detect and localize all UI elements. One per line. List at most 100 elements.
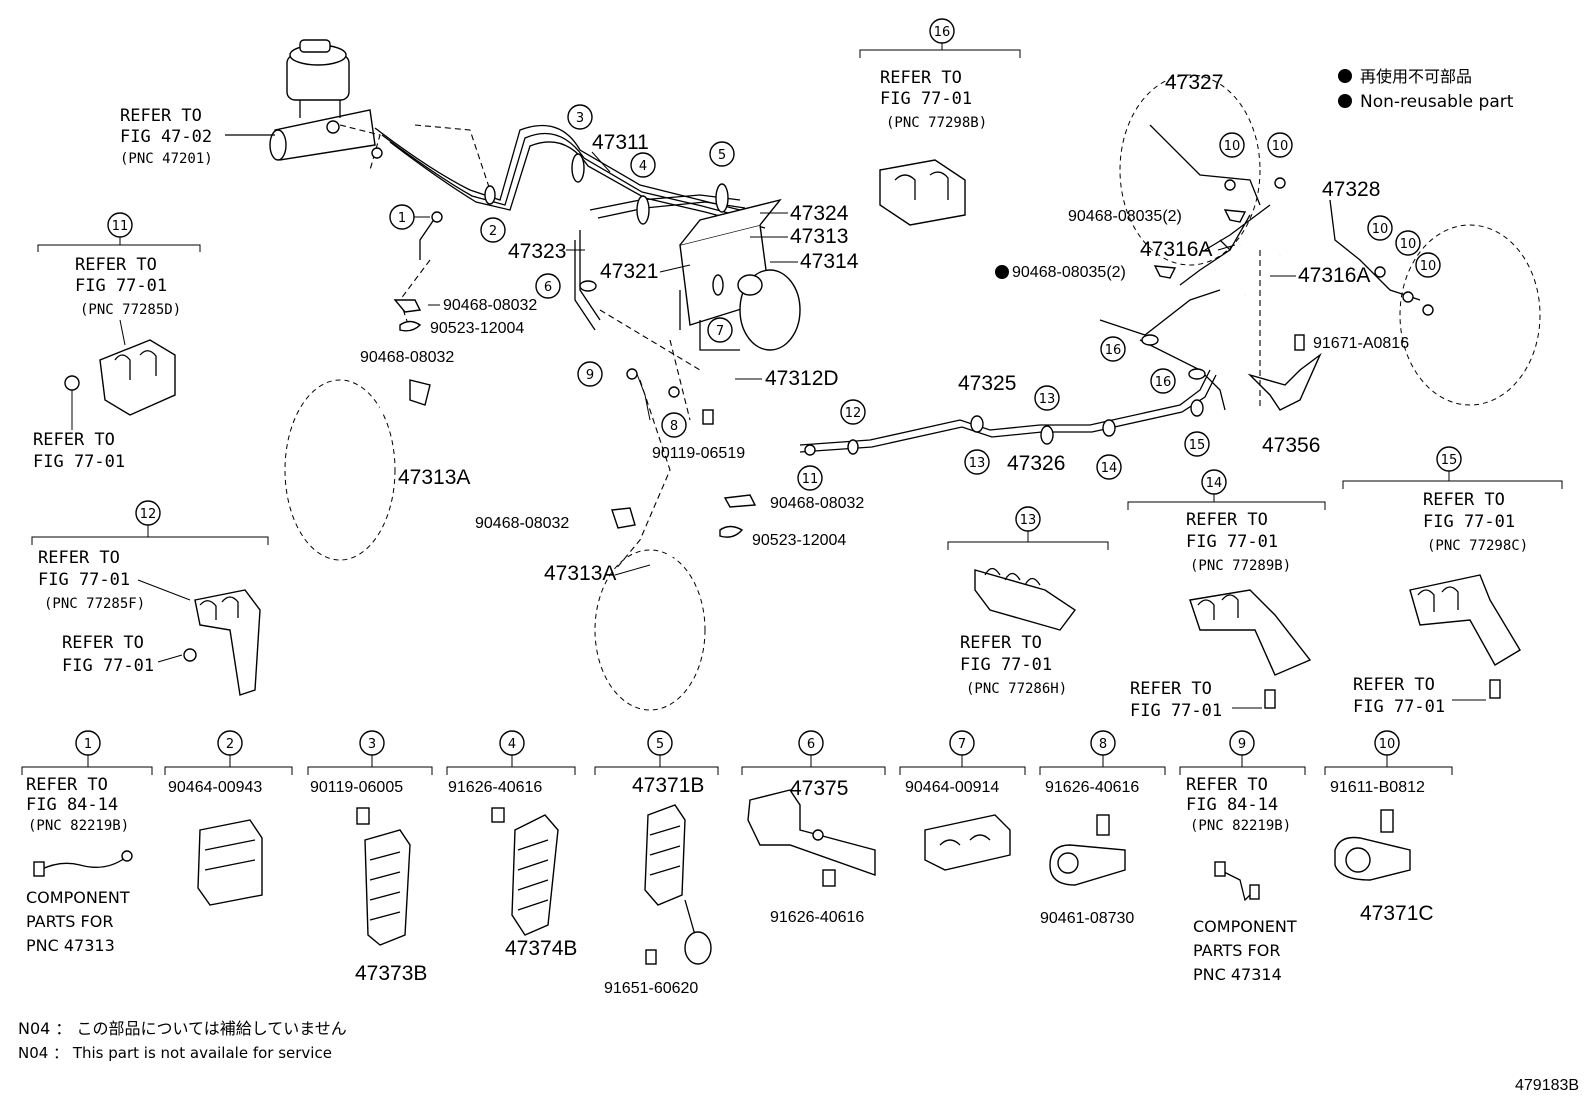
detail-5: 5 47371B 91651-60620: [594, 730, 719, 997]
flex-hose-left: [347, 389, 443, 481]
label-47325: 47325: [958, 372, 1016, 395]
svg-text:(PNC 82219B): (PNC 82219B): [28, 818, 129, 834]
svg-text:5: 5: [656, 737, 664, 752]
svg-text:91611-B0812: 91611-B0812: [1330, 779, 1425, 796]
callout-15-a: 15: [1184, 399, 1210, 457]
svg-text:91626-40616: 91626-40616: [770, 909, 864, 926]
svg-text:47375: 47375: [790, 777, 848, 800]
flex-hose-right: [655, 489, 693, 601]
svg-text:2: 2: [226, 737, 234, 752]
callout-4: 4: [630, 152, 656, 225]
svg-text:(PNC 77286H): (PNC 77286H): [966, 681, 1067, 697]
svg-text:(PNC 77298B): (PNC 77298B): [886, 115, 987, 131]
svg-text:8: 8: [1099, 737, 1107, 752]
svg-text:10: 10: [1379, 737, 1396, 752]
svg-text:16: 16: [1155, 375, 1172, 390]
detail-10: 10 91611-B0812 47371C: [1324, 730, 1453, 925]
svg-text:(PNC 77298C): (PNC 77298C): [1427, 538, 1528, 554]
svg-text:10: 10: [1420, 259, 1437, 274]
refer-fig4702: REFER TO FIG 47-02: [120, 106, 212, 147]
svg-text:11: 11: [802, 472, 819, 487]
callout-8: 8: [661, 386, 687, 438]
label-47316A-a: 47316A: [1140, 238, 1212, 261]
svg-text:90464-00914: 90464-00914: [905, 779, 999, 796]
legend-jp: 再使用不可部品: [1360, 67, 1472, 86]
non-reusable-marker: [995, 265, 1009, 279]
svg-text:13: 13: [1039, 392, 1056, 407]
front-wheel-right-outline: [594, 549, 706, 711]
front-wheel-left-outline: [284, 379, 396, 561]
svg-text:91651-60620: 91651-60620: [604, 980, 698, 997]
label-47323: 47323: [508, 240, 566, 263]
svg-text:14: 14: [1101, 461, 1118, 476]
svg-text:1: 1: [84, 737, 92, 752]
svg-text:4: 4: [508, 737, 516, 752]
callouts-main: 1 2 3 4 5 6 7 8 9 11 12 13 13 14 15 16 1…: [389, 104, 1441, 491]
svg-text:91626-40616: 91626-40616: [1045, 779, 1139, 796]
callout-7: 7: [707, 274, 733, 343]
label-47313A-right: 47313A: [544, 562, 616, 585]
svg-text:5: 5: [718, 148, 726, 163]
svg-text:6: 6: [544, 280, 552, 295]
label-47321: 47321: [600, 260, 658, 283]
svg-text:15: 15: [1441, 453, 1458, 468]
svg-text:COMPONENT: COMPONENT: [26, 888, 130, 907]
svg-text:90464-00943: 90464-00943: [168, 779, 262, 796]
svg-text:3: 3: [576, 111, 584, 126]
label-90468-08032-c: 90468-08032: [770, 495, 864, 512]
label-90468-08035-a: 90468-08035(2): [1068, 208, 1182, 225]
svg-text:10: 10: [1224, 139, 1241, 154]
rear-wheel-right-outline: [1399, 224, 1541, 406]
svg-text:11: 11: [112, 219, 129, 234]
footnotes: N04 ： この部品については補給していません N04 ： This part …: [18, 1019, 1579, 1094]
svg-text:7: 7: [958, 737, 966, 752]
callout-16-a: 16: [1100, 334, 1159, 362]
label-90523-12004-b: 90523-12004: [752, 532, 846, 549]
label-47328: 47328: [1322, 178, 1380, 201]
label-90523-12004-a: 90523-12004: [430, 320, 524, 337]
bracket-47356: [1247, 250, 1322, 411]
svg-text:14: 14: [1206, 476, 1223, 491]
label-47312D: 47312D: [765, 367, 839, 390]
label-47316A-b: 47316A: [1298, 264, 1370, 287]
detail-2: 2 90464-00943: [164, 730, 293, 906]
label-90468-08035-b: 90468-08035(2): [1012, 264, 1126, 281]
legend: 再使用不可部品 Non-reusable part: [1338, 67, 1514, 112]
callout-13-b: 13: [1034, 385, 1060, 445]
master-cylinder: [269, 39, 383, 171]
svg-text:1: 1: [398, 211, 406, 226]
callout-11-a: 11: [797, 444, 823, 491]
callout-3: 3: [567, 104, 593, 183]
label-47326: 47326: [1007, 452, 1065, 475]
svg-text:47371C: 47371C: [1360, 902, 1434, 925]
detail-6: 6 47375 91626-40616: [741, 730, 886, 926]
detail-3: 3 90119-06005 47373B: [307, 730, 433, 985]
small-part-labels: 90468-08032 90523-12004 90468-08032 9011…: [360, 208, 1409, 549]
svg-text:(PNC 77289B): (PNC 77289B): [1190, 558, 1291, 574]
label-47314: 47314: [800, 250, 859, 273]
detail-8: 8 91626-40616 90461-08730: [1039, 730, 1166, 927]
svg-text:15: 15: [1189, 438, 1206, 453]
svg-text:13: 13: [1020, 513, 1037, 528]
label-90468-08032-d: 90468-08032: [475, 515, 569, 532]
svg-text:47371B: 47371B: [632, 774, 704, 797]
svg-text:8: 8: [670, 419, 678, 434]
callout-10-e: 10: [1415, 252, 1441, 316]
svg-text:10: 10: [1272, 139, 1289, 154]
callout-6: 6: [535, 273, 597, 299]
callout-9: 9: [577, 361, 651, 421]
